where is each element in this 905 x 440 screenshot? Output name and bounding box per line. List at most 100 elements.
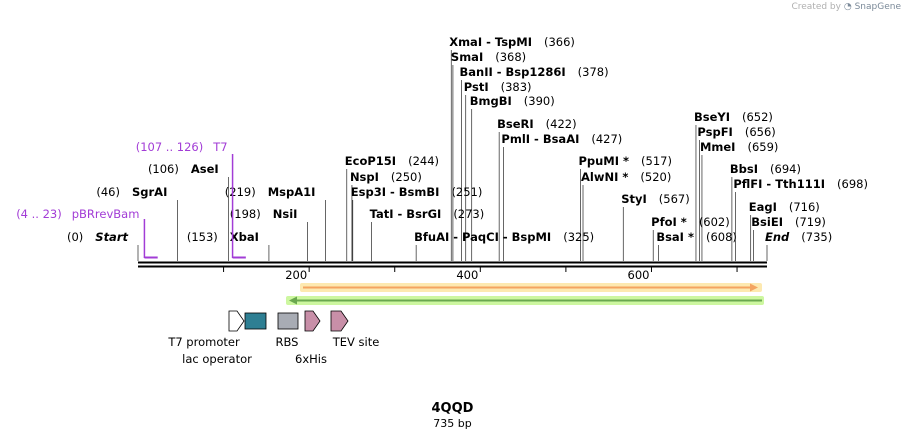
6xhis-feature[interactable]: [304, 310, 321, 332]
enzyme-position: (219): [225, 185, 256, 199]
6xhis-label: 6xHis: [295, 352, 327, 366]
enzyme-site-label[interactable]: BfuAI - PaqCI - BspMI(325): [414, 230, 594, 244]
enzyme-position: (735): [801, 230, 832, 244]
credit-label: Created by ◔ SnapGene: [791, 2, 901, 12]
rbs-feature[interactable]: [277, 312, 299, 330]
enzyme-position: (427): [591, 132, 622, 146]
enzyme-name: BmgBI: [470, 94, 512, 108]
enzyme-site-label[interactable]: Esp3I - BsmBI (251): [351, 185, 483, 199]
enzyme-name: EagI: [749, 200, 777, 214]
ruler-tick-label: 200: [285, 268, 307, 282]
enzyme-position: (719): [795, 215, 826, 229]
enzyme-site-label[interactable]: EcoP15I(244): [345, 154, 439, 168]
enzyme-site-label[interactable]: PflFI - Tth111I(698): [733, 177, 868, 191]
enzyme-site-label[interactable]: EagI (716): [749, 200, 820, 214]
enzyme-position: (273): [453, 207, 484, 221]
tev-site-feature[interactable]: [330, 310, 349, 332]
enzyme-position: (390): [524, 94, 555, 108]
enzyme-site-label[interactable]: BbsI(694): [730, 162, 801, 176]
enzyme-site-label[interactable]: BseYI(652): [694, 110, 773, 124]
enzyme-name: PmlI - BsaAI: [501, 132, 579, 146]
enzyme-position: (698): [837, 177, 868, 191]
enzyme-name: BseRI: [497, 117, 534, 131]
enzyme-site-label[interactable]: (153)XbaI: [187, 230, 259, 244]
enzyme-site-label[interactable]: PspFI (656): [697, 125, 775, 139]
t7-promoter-feature[interactable]: [228, 310, 245, 332]
primer-name: pBRrevBam: [72, 207, 140, 221]
enzyme-site-label[interactable]: StyI (567): [621, 192, 690, 206]
enzyme-site-label[interactable]: PmlI - BsaAI (427): [501, 132, 622, 146]
enzyme-position: (366): [544, 35, 575, 49]
enzyme-position: (250): [391, 170, 422, 184]
tev-site-label: TEV site: [332, 335, 380, 349]
enzyme-position: (608): [706, 230, 737, 244]
features: T7 promoter lac operator RBS 6xHis TEV s…: [167, 310, 380, 366]
lac-operator-feature[interactable]: [244, 312, 267, 330]
enzyme-site-label[interactable]: SmaI (368): [451, 50, 526, 64]
enzyme-position: (368): [495, 50, 526, 64]
enzyme-site-label[interactable]: BanII - Bsp1286I(378): [459, 65, 608, 79]
enzyme-name: MspA1I: [268, 185, 316, 199]
enzyme-site-label[interactable]: (46) SgrAI: [96, 185, 167, 199]
ruler-tick-label: 400: [456, 268, 478, 282]
enzyme-site-label[interactable]: BseRI (422): [497, 117, 576, 131]
enzyme-position: (0): [67, 230, 83, 244]
snapgene-logo-icon: ◔: [843, 2, 852, 12]
primer-range: (107 .. 126): [136, 140, 204, 154]
enzyme-position: (422): [546, 117, 577, 131]
credit-prefix: Created by: [791, 2, 841, 12]
enzyme-site-label[interactable]: TatI - BsrGI (273): [370, 207, 485, 221]
restriction-sites: (0)Start (46) SgrAI (106)AseI (153)XbaI (198)…: [67, 35, 868, 261]
backbone: [138, 261, 767, 268]
enzyme-name: Esp3I - BsmBI: [351, 185, 440, 199]
enzyme-name: PspFI: [697, 125, 732, 139]
enzyme-name: PpuMI *: [578, 154, 629, 168]
orfs: [286, 283, 764, 305]
enzyme-position: (716): [789, 200, 820, 214]
enzyme-name: PstI: [464, 80, 489, 94]
enzyme-site-label[interactable]: PstI(383): [464, 80, 532, 94]
enzyme-position: (251): [451, 185, 482, 199]
enzyme-site-label[interactable]: (106)AseI: [148, 162, 219, 176]
enzyme-site-label[interactable]: (198)NsiI: [230, 207, 298, 221]
enzyme-name: StyI: [621, 192, 647, 206]
enzyme-position: (244): [408, 154, 439, 168]
enzyme-position: (602): [699, 215, 730, 229]
primer-label[interactable]: (107 .. 126)T7: [136, 140, 228, 154]
enzyme-name: BsiEI: [751, 215, 783, 229]
enzyme-site-label[interactable]: BsaI * (608): [656, 230, 737, 244]
enzyme-position: (694): [770, 162, 801, 176]
enzyme-site-label[interactable]: End (735): [765, 230, 832, 244]
enzyme-site-label[interactable]: (0)Start: [67, 230, 129, 244]
enzyme-name: BanII - Bsp1286I: [459, 65, 565, 79]
enzyme-position: (656): [745, 125, 776, 139]
enzyme-name: BfuAI - PaqCI - BspMI: [414, 230, 551, 244]
enzyme-name: SgrAI: [132, 185, 167, 199]
enzyme-name: BsaI *: [656, 230, 694, 244]
enzyme-name: AlwNI *: [581, 170, 628, 184]
primer-label[interactable]: (4 .. 23)pBRrevBam: [16, 207, 139, 221]
enzyme-name: XmaI - TspMI: [449, 35, 532, 49]
primers: (4 .. 23)pBRrevBam (107 .. 126)T7: [16, 140, 246, 259]
enzyme-site-label[interactable]: BmgBI (390): [470, 94, 555, 108]
lac-operator-label: lac operator: [182, 352, 252, 366]
enzyme-site-label[interactable]: NspI(250): [350, 170, 422, 184]
enzyme-site-label[interactable]: BsiEI (719): [751, 215, 826, 229]
enzyme-name: MmeI: [700, 140, 736, 154]
enzyme-site-label[interactable]: XmaI - TspMI (366): [449, 35, 575, 49]
enzyme-name: End: [765, 230, 790, 244]
enzyme-position: (46): [96, 185, 120, 199]
enzyme-site-label[interactable]: (219) MspA1I: [225, 185, 316, 199]
enzyme-site-label[interactable]: PpuMI *(517): [578, 154, 672, 168]
enzyme-site-label[interactable]: PfoI * (602): [651, 215, 730, 229]
rbs-label: RBS: [276, 335, 299, 349]
map-title: 4QQD: [431, 401, 474, 416]
enzyme-name: PfoI *: [651, 215, 687, 229]
enzyme-site-label[interactable]: MmeI(659): [700, 140, 778, 154]
enzyme-name: AseI: [191, 162, 219, 176]
enzyme-position: (567): [659, 192, 690, 206]
enzyme-name: TatI - BsrGI: [370, 207, 442, 221]
enzyme-name: SmaI: [451, 50, 483, 64]
enzyme-site-label[interactable]: AlwNI *(520): [581, 170, 671, 184]
